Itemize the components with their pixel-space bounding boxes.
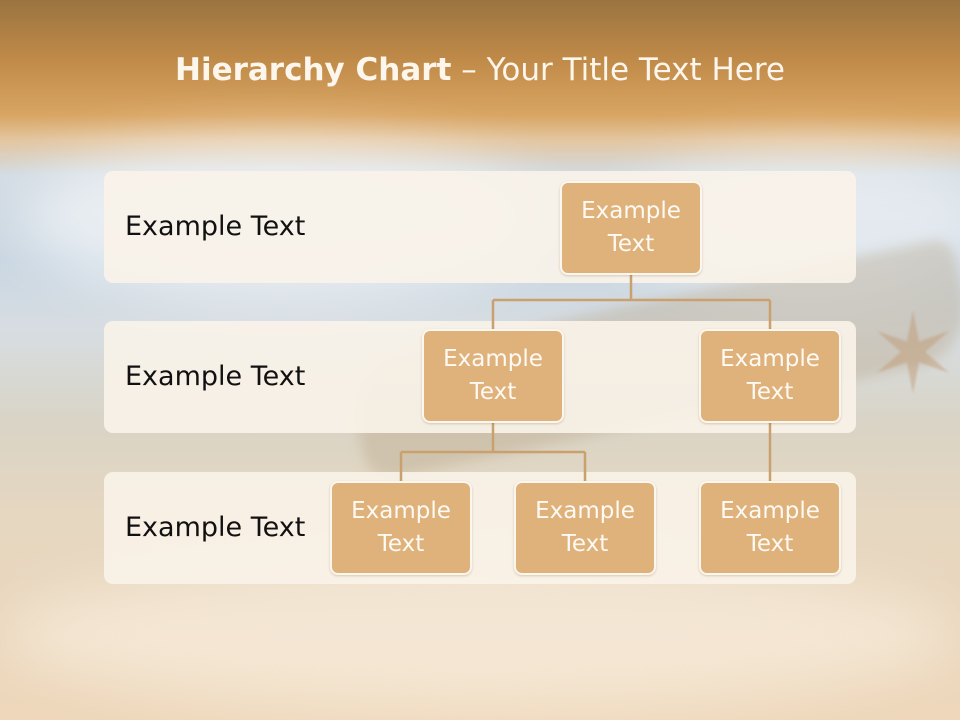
level-label-1: Example Text — [125, 211, 306, 242]
connector-left-children — [399, 423, 587, 481]
title-rest: – Your Title Text Here — [451, 52, 785, 88]
level-label-2: Example Text — [125, 361, 306, 392]
node-level3-b[interactable]: Example Text — [514, 481, 656, 575]
connector-root-children — [491, 275, 772, 329]
node-level3-c[interactable]: Example Text — [699, 481, 841, 575]
slide-title: Hierarchy Chart – Your Title Text Here — [0, 52, 960, 88]
node-level3-a[interactable]: Example Text — [330, 481, 472, 575]
node-level2-left[interactable]: Example Text — [422, 329, 564, 423]
node-level2-right[interactable]: Example Text — [699, 329, 841, 423]
starfish-icon: ✶ — [866, 293, 960, 416]
level-label-3: Example Text — [125, 512, 306, 543]
level-band-1: Example Text — [104, 171, 856, 283]
title-bold: Hierarchy Chart — [175, 52, 452, 88]
background-surf — [0, 560, 960, 710]
node-root[interactable]: Example Text — [560, 181, 702, 275]
